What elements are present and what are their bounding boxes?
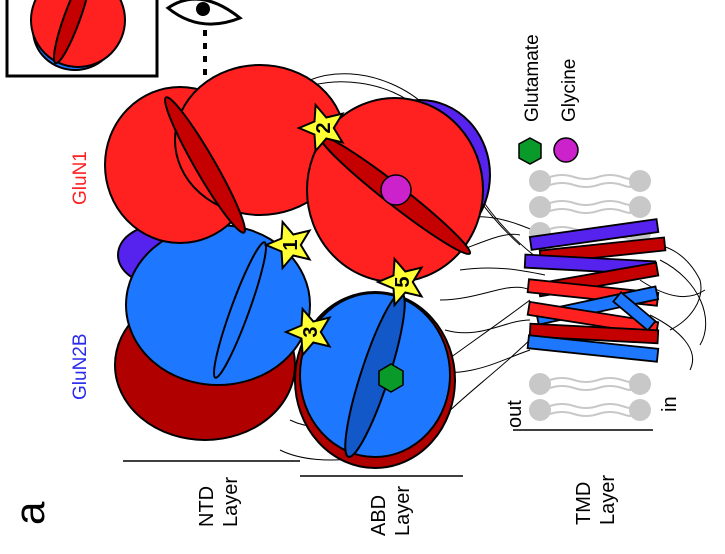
glutamate-legend-icon [518,137,542,165]
svg-text:5: 5 [392,276,414,287]
lipid-molecule [529,373,651,395]
ligand-legend: Glutamate Glycine [518,34,580,165]
svg-text:3: 3 [300,326,322,337]
site-star-5: 5 [377,258,423,306]
glun1-label: GluN1 [70,151,91,205]
membrane-out-label: out [504,400,526,428]
panel-label: a [6,501,53,525]
ntd-glun2b-cleft [212,241,268,379]
membrane-in-label: in [659,396,681,412]
glycine-ligand [380,174,412,206]
lipid-molecule [529,196,651,218]
abd-glun2b [294,291,456,469]
tmd-helices [523,218,667,363]
glutamate-legend-label: Glutamate [522,34,543,122]
site-star-1: 1 [265,221,311,269]
glun2b-label: GluN2B [70,333,91,400]
site-star-2: 2 [298,104,344,152]
ntd-layer [104,64,346,441]
glutamate-ligand [378,363,404,393]
glycine-legend-label: Glycine [559,59,580,122]
eye-icon [165,0,243,26]
glycine-legend-icon [553,137,579,163]
top-view-inset [5,0,159,78]
lipid-molecule [529,170,651,192]
svg-text:1: 1 [280,239,302,250]
lipid-molecule [529,399,651,421]
inset-receptor [30,0,126,71]
layer-separators [123,429,653,477]
site-star-3: 3 [285,308,331,356]
svg-text:2: 2 [313,122,335,133]
ntd-glun1-cleft [164,96,246,234]
